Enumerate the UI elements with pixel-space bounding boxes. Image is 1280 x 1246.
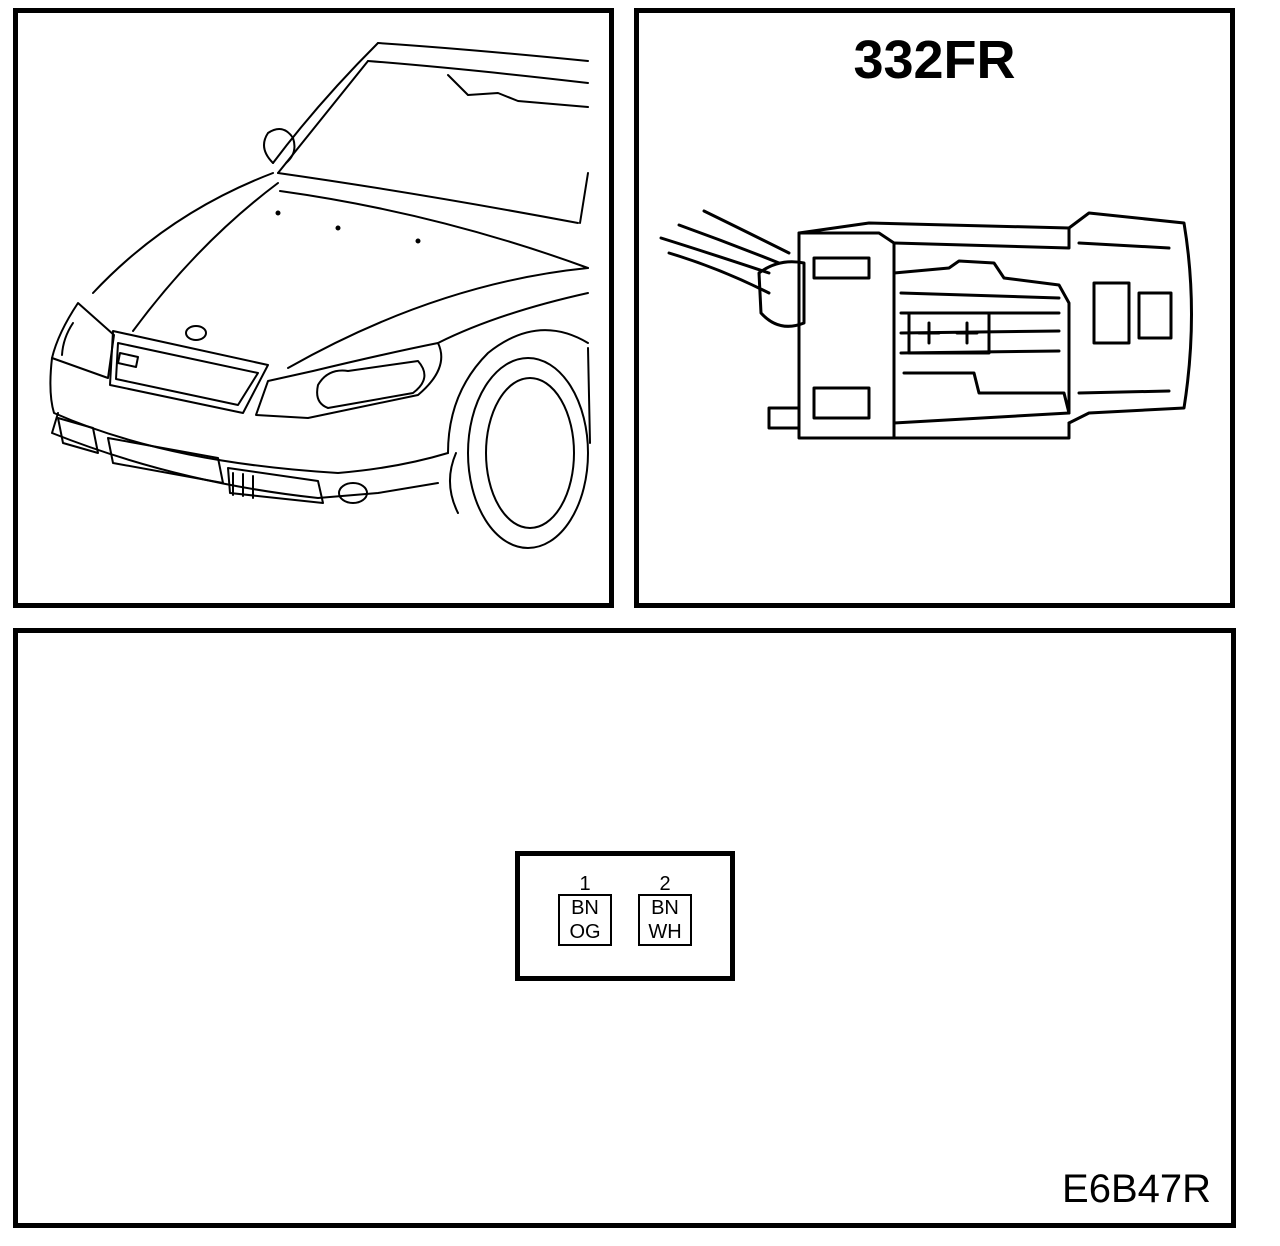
wire-color-stripe: OG [569, 921, 601, 943]
connector-illustration [659, 209, 1193, 440]
connector-view-panel: 332FR [634, 8, 1235, 608]
connector-id-label: 332FR [853, 30, 1016, 90]
vehicle-front-illustration [49, 42, 591, 549]
wire-color-stripe: WH [648, 921, 682, 943]
pin-wire-colors: BN OG [558, 894, 612, 946]
pinout-panel: 1 BN OG 2 BN WH E6B47R [13, 628, 1236, 1228]
pin-1: 1 BN OG [558, 874, 612, 946]
wire-color-primary: BN [651, 897, 679, 919]
figure-code-label: E6B47R [1062, 1167, 1211, 1211]
pin-wire-colors: BN WH [638, 894, 692, 946]
wire-color-primary: BN [571, 897, 599, 919]
vehicle-location-panel [13, 8, 614, 608]
pin-2: 2 BN WH [638, 874, 692, 946]
pin-number: 1 [579, 873, 591, 895]
connector-face: 1 BN OG 2 BN WH [515, 851, 735, 981]
pin-number: 2 [659, 873, 671, 895]
